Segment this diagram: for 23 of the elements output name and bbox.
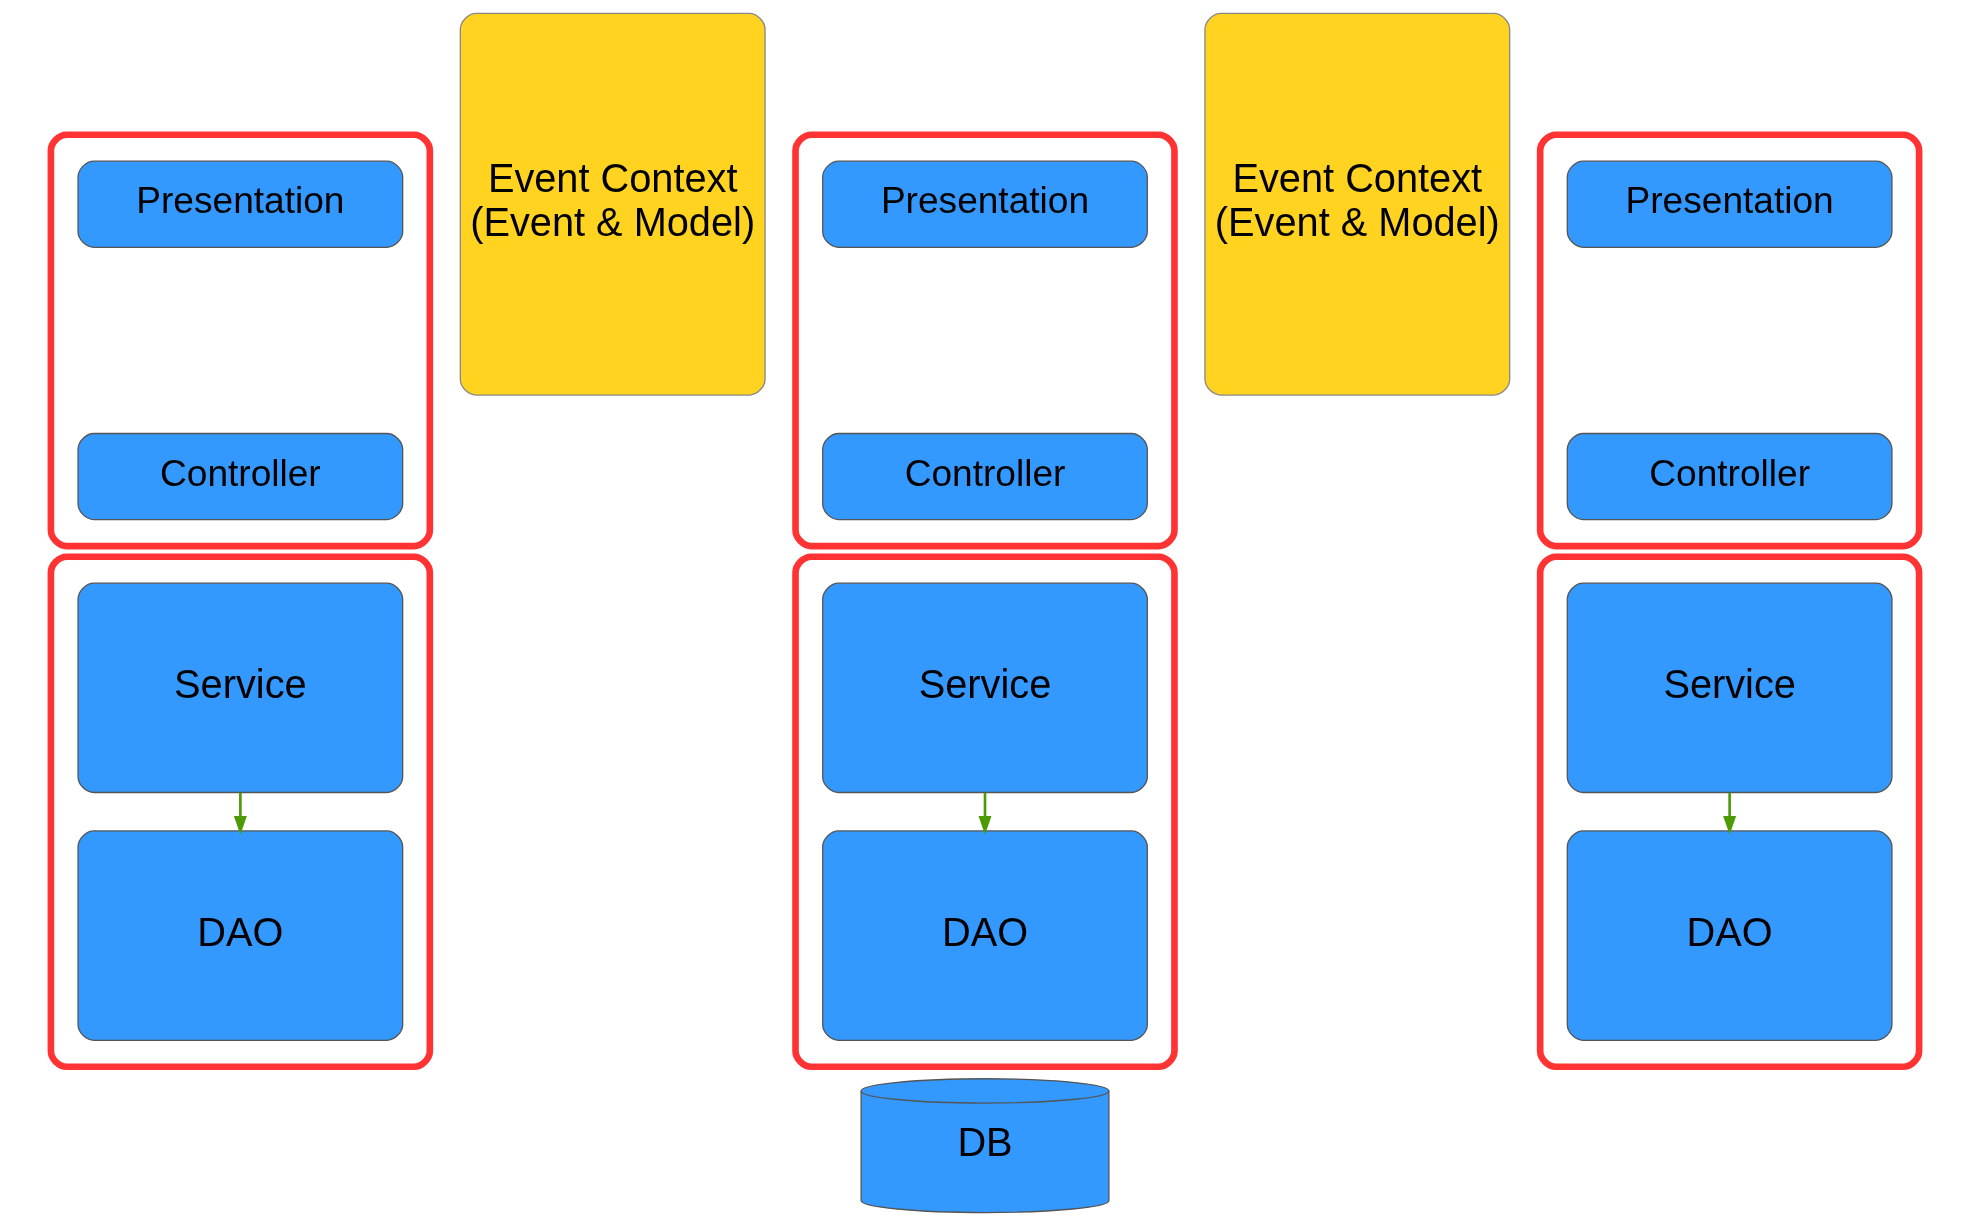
node-box: DAO <box>1566 830 1893 1041</box>
node-box: Controller <box>76 432 403 521</box>
node-box: DAO <box>76 830 403 1041</box>
node-box: Presentation <box>821 160 1148 248</box>
cluster <box>47 131 433 550</box>
node-box: Presentation <box>1566 160 1893 248</box>
arrow <box>1722 792 1736 835</box>
node-box: Presentation <box>76 160 403 248</box>
cluster <box>1536 131 1922 550</box>
cluster <box>791 553 1178 1071</box>
node-box: DAO <box>821 830 1148 1041</box>
node-box: Controller <box>821 432 1148 521</box>
node-box: Service <box>821 582 1148 794</box>
node-box: Service <box>1566 582 1893 794</box>
arrow <box>233 792 247 835</box>
cluster <box>791 131 1178 550</box>
node-box: Controller <box>1566 432 1893 521</box>
cluster <box>47 553 433 1071</box>
node-box: Event Context (Event & Model) <box>1203 12 1510 396</box>
cluster <box>1536 553 1922 1071</box>
arrow <box>978 792 991 835</box>
node-box: Service <box>76 582 403 794</box>
node-box: Event Context (Event & Model) <box>459 12 766 396</box>
